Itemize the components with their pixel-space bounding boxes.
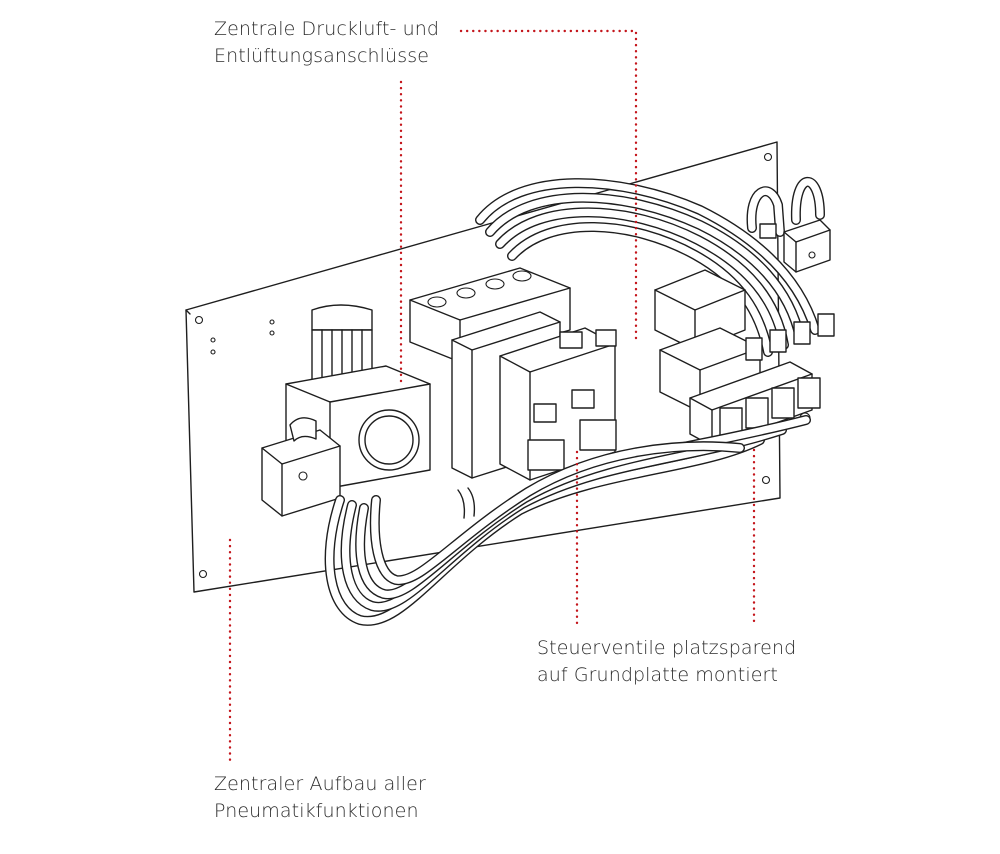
callout-line: Zentrale Druckluft- und — [214, 18, 440, 40]
front-tube-bundle — [324, 415, 811, 626]
callout-line: auf Grundplatte montiert — [537, 664, 778, 686]
callout-line: Steuerventile platzsparend — [537, 637, 797, 659]
filter-regulator-unit — [261, 304, 431, 517]
callout-line: Zentraler Aufbau aller — [214, 773, 426, 795]
right-valve-bank — [654, 269, 835, 451]
callout-control-valves: Steuerventile platzsparend auf Grundplat… — [537, 635, 796, 689]
callout-central-setup: Zentraler Aufbau aller Pneumatikfunktion… — [214, 771, 426, 825]
rear-tube-bundle — [475, 176, 825, 357]
callout-line: Entlüftungsanschlüsse — [214, 45, 429, 67]
leader-lines — [228, 29, 756, 767]
callout-line: Pneumatikfunktionen — [214, 800, 419, 822]
small-valve-top-right — [759, 219, 831, 273]
valve-manifold-stack — [409, 267, 617, 481]
callout-compressed-air-connections: Zentrale Druckluft- und Entlüftungsansch… — [214, 16, 439, 70]
